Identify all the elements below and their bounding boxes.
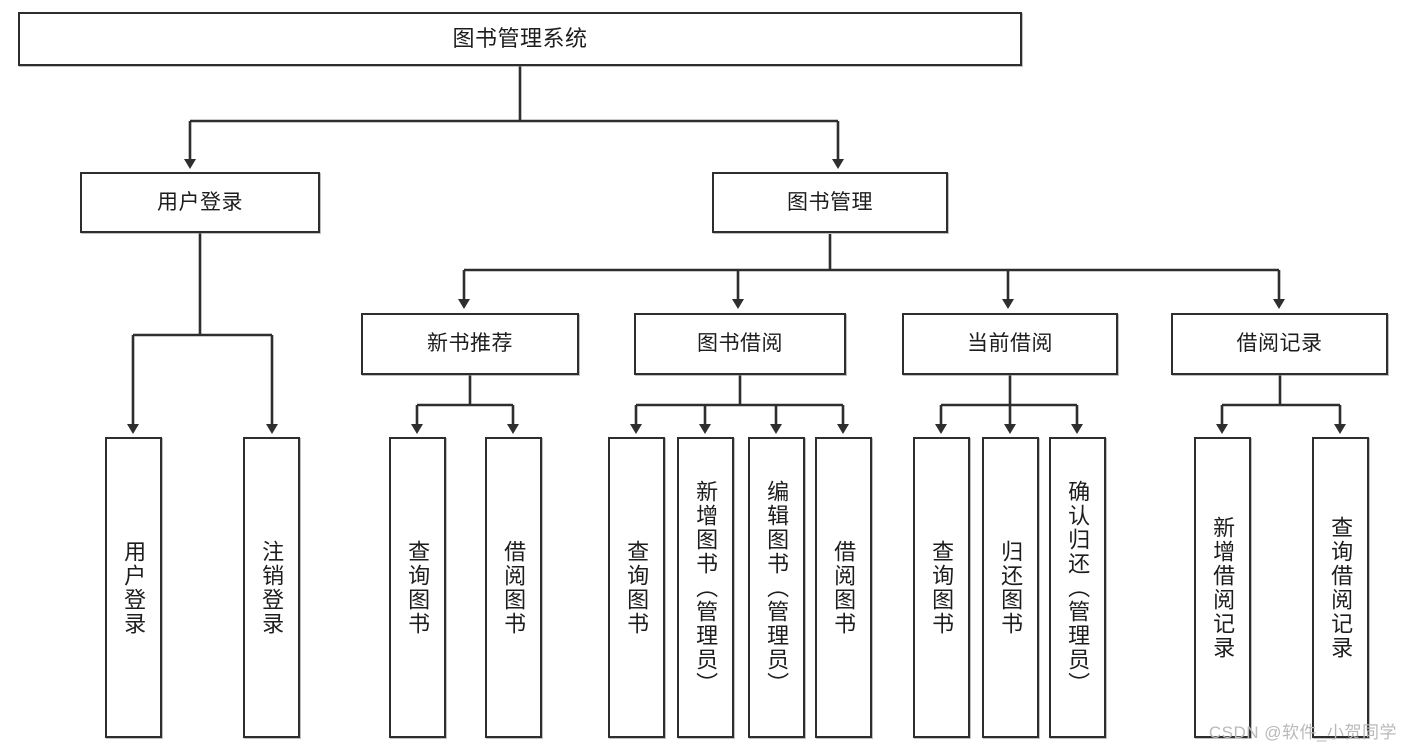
- node-user-login[interactable]: 用户登录: [80, 172, 320, 233]
- node-label: 借阅图书: [831, 539, 857, 636]
- node-label: 新书推荐: [427, 332, 513, 356]
- node-label: 用户登录: [121, 539, 147, 636]
- leaf-query-book-borrow[interactable]: 查询图书: [608, 437, 665, 738]
- node-label: 借阅记录: [1236, 332, 1323, 356]
- node-label: 编辑图书（管理员）: [764, 479, 790, 696]
- node-label: 图书管理系统: [452, 25, 588, 51]
- leaf-logout[interactable]: 注销登录: [243, 437, 300, 738]
- leaf-confirm-return-admin[interactable]: 确认归还（管理员）: [1049, 437, 1106, 738]
- leaf-add-book-admin[interactable]: 新增图书（管理员）: [677, 437, 734, 738]
- node-label: 新增图书（管理员）: [693, 479, 719, 696]
- node-root-system[interactable]: 图书管理系统: [18, 12, 1022, 66]
- node-label: 用户登录: [157, 190, 243, 214]
- node-label: 查询图书: [405, 539, 431, 636]
- node-label: 图书管理: [787, 190, 873, 214]
- node-label: 查询借阅记录: [1328, 515, 1354, 660]
- node-label: 图书借阅: [697, 332, 783, 356]
- watermark: CSDN @软件_小贺同学: [1208, 723, 1397, 742]
- node-label: 当前借阅: [967, 332, 1053, 356]
- leaf-query-book-recommend[interactable]: 查询图书: [389, 437, 446, 738]
- node-label: 借阅图书: [501, 539, 527, 636]
- node-new-book-recommend[interactable]: 新书推荐: [361, 313, 579, 375]
- leaf-borrow-book[interactable]: 借阅图书: [815, 437, 872, 738]
- leaf-return-book[interactable]: 归还图书: [982, 437, 1039, 738]
- node-label: 查询图书: [929, 539, 955, 636]
- node-label: 注销登录: [259, 539, 285, 636]
- node-current-borrow[interactable]: 当前借阅: [902, 313, 1118, 375]
- leaf-add-borrow-record[interactable]: 新增借阅记录: [1194, 437, 1251, 738]
- leaf-user-login[interactable]: 用户登录: [105, 437, 162, 738]
- node-book-borrow[interactable]: 图书借阅: [634, 313, 846, 375]
- node-label: 查询图书: [624, 539, 650, 636]
- node-label: 确认归还（管理员）: [1065, 479, 1091, 696]
- leaf-query-borrow-record[interactable]: 查询借阅记录: [1312, 437, 1369, 738]
- node-book-management[interactable]: 图书管理: [712, 172, 948, 233]
- node-borrow-record[interactable]: 借阅记录: [1171, 313, 1388, 375]
- leaf-edit-book-admin[interactable]: 编辑图书（管理员）: [748, 437, 805, 738]
- leaf-query-book-current[interactable]: 查询图书: [913, 437, 970, 738]
- node-label: 新增借阅记录: [1210, 515, 1236, 660]
- leaf-borrow-book-recommend[interactable]: 借阅图书: [485, 437, 542, 738]
- node-label: 归还图书: [998, 539, 1024, 636]
